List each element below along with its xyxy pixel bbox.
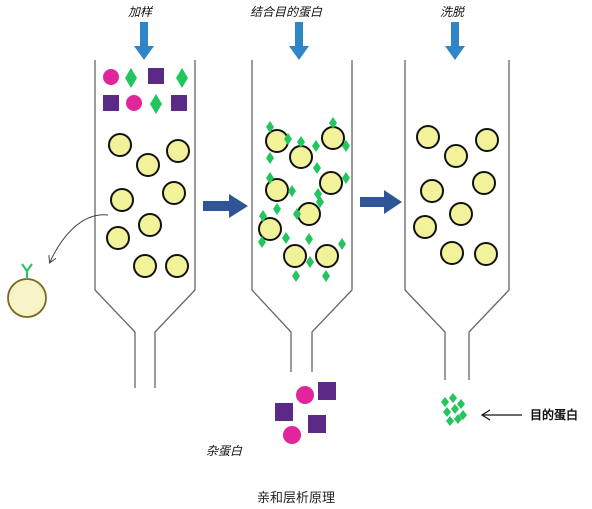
column-3-outline xyxy=(404,60,510,380)
step-label-load: 加样 xyxy=(128,5,154,19)
matrix-beads-column-3 xyxy=(413,125,499,266)
column-2-outline xyxy=(251,60,353,372)
down-arrow-icon xyxy=(289,22,309,60)
figure-caption: 亲和层析原理 xyxy=(257,491,335,506)
ligand-bead-icon xyxy=(7,263,47,318)
down-arrow-icon xyxy=(134,22,154,60)
process-arrow-icon xyxy=(360,190,402,214)
step-label-elute: 洗脱 xyxy=(440,5,465,19)
matrix-beads-column-1 xyxy=(106,133,190,278)
column-1-outline xyxy=(94,60,196,388)
impurity-label: 杂蛋白 xyxy=(206,444,243,458)
target-protein-label: 目的蛋白 xyxy=(530,407,578,422)
matrix-beads-column-2 xyxy=(258,126,345,268)
pointer-curve xyxy=(50,214,109,262)
down-arrow-icon xyxy=(445,22,465,60)
step-label-bind: 结合目的蛋白 xyxy=(250,5,323,19)
process-arrow-icon xyxy=(203,194,248,218)
bound-target-proteins xyxy=(258,117,350,282)
sample-mixture xyxy=(103,68,188,114)
eluted-target-proteins xyxy=(441,393,467,426)
left-arrow-icon xyxy=(480,409,522,421)
impurity-proteins xyxy=(275,382,336,444)
